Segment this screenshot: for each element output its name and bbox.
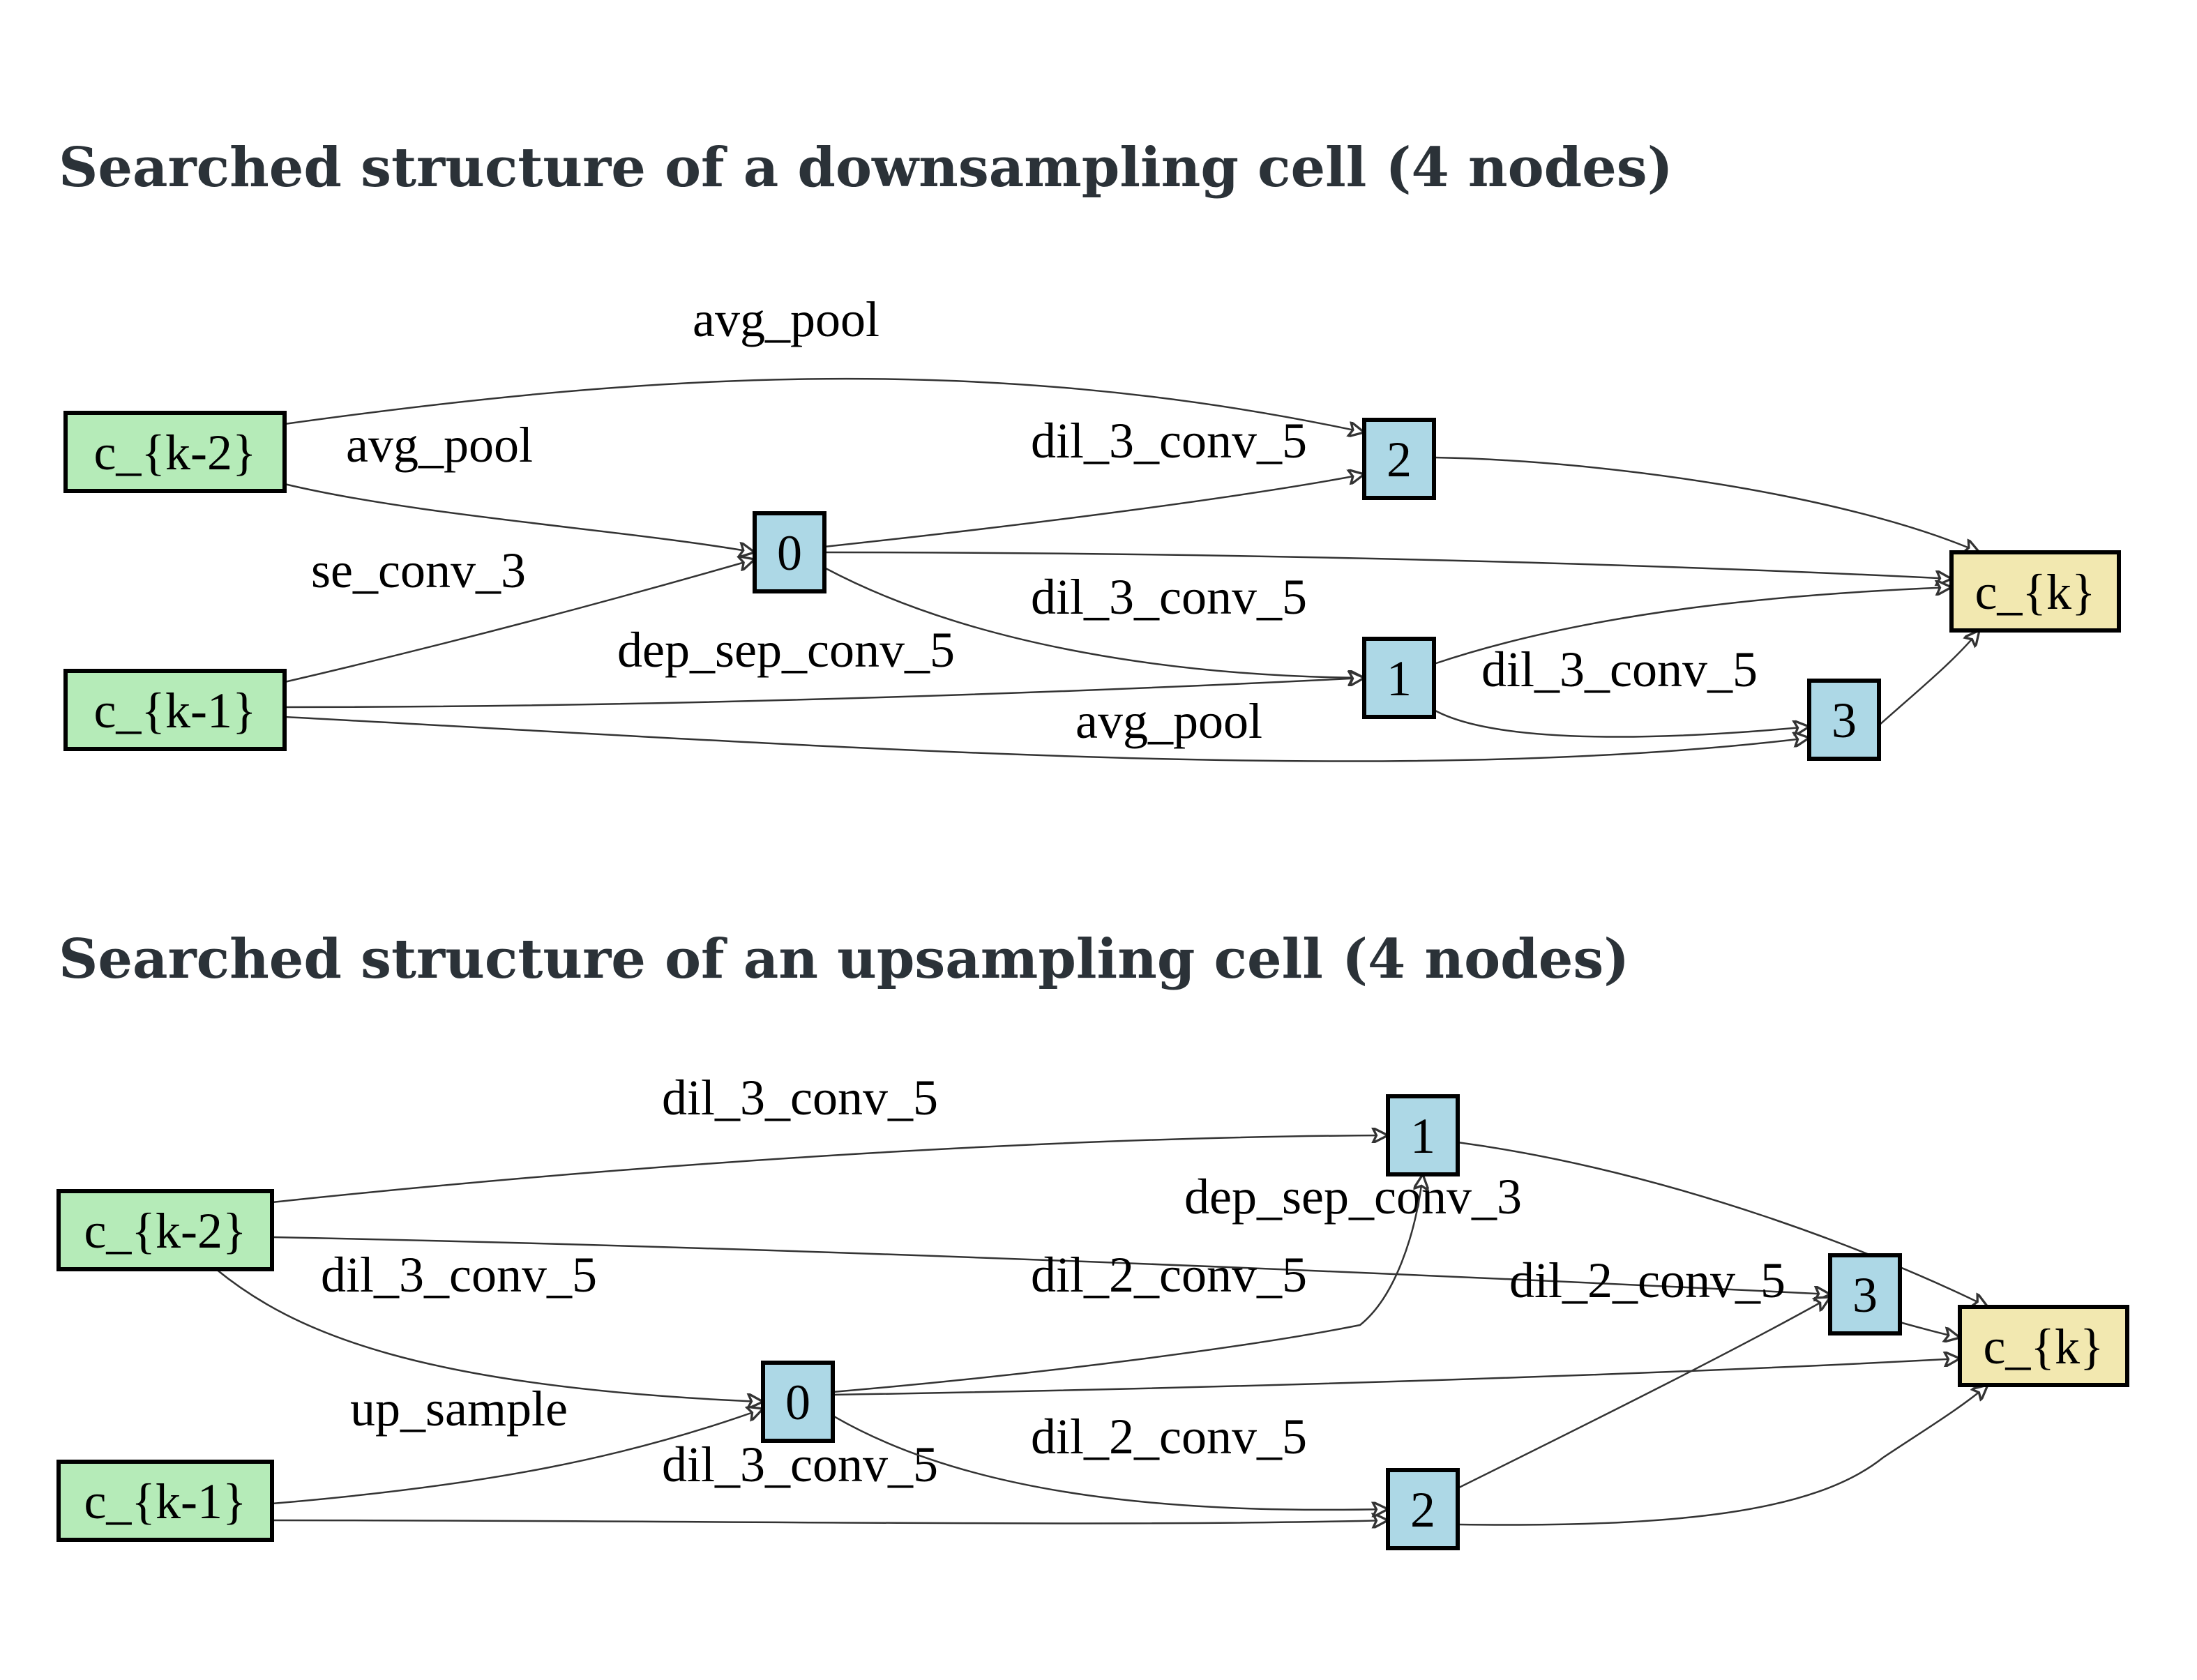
node-box: [1362, 418, 1436, 500]
edges: avg_poolavg_poolse_conv_3dil_3_conv_5dil…: [284, 292, 1979, 762]
node-k1: c_{k-1}: [56, 1460, 274, 1542]
edge-label: dil_3_conv_5: [662, 1437, 938, 1492]
edge-label: se_conv_3: [311, 543, 526, 598]
edge-label: dil_3_conv_5: [1481, 642, 1758, 697]
node-n2: 2: [1386, 1468, 1460, 1550]
nodes: c_{k-2} c_{k-1} 0 1 2 3 c_{k}: [56, 1094, 2129, 1550]
node-box: [1386, 1094, 1460, 1176]
edge-n3-to-out: [1899, 1321, 1960, 1338]
edge-n0-to-n2: [824, 474, 1364, 548]
node-out: c_{k}: [1958, 1305, 2129, 1387]
node-label: c_{k}: [1983, 1319, 2104, 1375]
node-k1: c_{k-1}: [63, 669, 287, 751]
edge-n1-to-n3: [1433, 709, 1809, 738]
node-n1: 1: [1362, 637, 1436, 719]
node-k2: c_{k-2}: [63, 411, 287, 493]
node-n0: 0: [761, 1361, 835, 1443]
edge-label: avg_pool: [1075, 693, 1262, 749]
nodes: c_{k-2} c_{k-1} 0 1 2 3 c_{k}: [63, 411, 2121, 761]
edge-label: dil_3_conv_5: [1031, 569, 1307, 625]
node-label: c_{k-1}: [84, 1474, 246, 1529]
node-n0: 0: [753, 511, 826, 593]
edge-n0-to-n2: [832, 1414, 1388, 1510]
node-box: [1807, 679, 1881, 761]
node-box: [1949, 550, 2121, 633]
edge-n2-to-out: [1433, 456, 1979, 552]
edge-n1-to-out: [1433, 587, 1951, 665]
edge-k2-to-n1: [271, 1135, 1388, 1204]
node-label: c_{k}: [1975, 564, 2095, 620]
edge-k2-to-n0: [216, 1269, 763, 1402]
edge-n0-to-out: [824, 551, 1951, 579]
edge-label: dil_3_conv_5: [1031, 413, 1307, 469]
node-label: 1: [1410, 1108, 1435, 1164]
edge-label: dep_sep_conv_3: [1184, 1169, 1522, 1225]
edge-n2-to-out: [1457, 1385, 1988, 1526]
node-label: 0: [777, 525, 802, 581]
edge-k1-to-n0: [284, 559, 755, 683]
node-box: [56, 1460, 274, 1542]
edge-n1-to-out: [1457, 1141, 1988, 1307]
node-label: c_{k-2}: [84, 1203, 246, 1259]
node-label: 1: [1387, 651, 1412, 706]
edge-n2-to-n3: [1457, 1297, 1830, 1490]
edge-label: dep_sep_conv_5: [617, 622, 955, 678]
node-n2: 2: [1362, 418, 1436, 500]
node-box: [1958, 1305, 2129, 1387]
edge-label: avg_pool: [346, 417, 533, 473]
node-label: 2: [1410, 1482, 1435, 1538]
node-n1: 1: [1386, 1094, 1460, 1176]
edge-k1-to-n2: [271, 1520, 1388, 1523]
edge-k2-to-n3: [271, 1236, 1830, 1294]
node-n3: 3: [1807, 679, 1881, 761]
node-label: 3: [1852, 1267, 1878, 1323]
node-k2: c_{k-2}: [56, 1189, 274, 1271]
downsampling-cell-diagram: avg_poolavg_poolse_conv_3dil_3_conv_5dil…: [63, 292, 2121, 762]
node-box: [56, 1189, 274, 1271]
node-label: c_{k-2}: [93, 425, 256, 480]
node-label: c_{k-1}: [93, 683, 256, 739]
edge-label: dil_3_conv_5: [321, 1247, 597, 1303]
edge-label: dil_3_conv_5: [662, 1070, 938, 1126]
edge-k1-to-n3: [284, 716, 1809, 762]
node-out: c_{k}: [1949, 550, 2121, 633]
node-n3: 3: [1828, 1253, 1902, 1335]
node-label: 2: [1387, 432, 1412, 487]
edge-n0-to-n1: [832, 1174, 1423, 1393]
edge-n3-to-out: [1878, 630, 1979, 726]
edge-label: dil_2_conv_5: [1031, 1247, 1307, 1303]
node-box: [63, 669, 287, 751]
edge-label: dil_2_conv_5: [1509, 1253, 1785, 1308]
node-box: [753, 511, 826, 593]
upsampling-cell-title: Searched structure of an upsampling cell…: [59, 928, 1630, 991]
node-box: [1362, 637, 1436, 719]
node-label: 0: [785, 1375, 810, 1430]
edge-n0-to-n1: [824, 566, 1364, 678]
edge-k2-to-n0: [284, 483, 755, 552]
node-label: 3: [1832, 693, 1857, 748]
node-box: [1828, 1253, 1902, 1335]
node-box: [63, 411, 287, 493]
node-box: [1386, 1468, 1460, 1550]
edge-label: dil_2_conv_5: [1031, 1409, 1307, 1465]
edge-label: up_sample: [350, 1381, 568, 1437]
edge-n0-to-out: [832, 1359, 1960, 1396]
edge-k1-to-n1: [284, 678, 1364, 709]
edge-k2-to-n2: [284, 377, 1364, 432]
downsampling-cell-title: Searched structure of a downsampling cel…: [59, 136, 1673, 199]
edge-label: avg_pool: [693, 292, 879, 347]
node-box: [761, 1361, 835, 1443]
edge-k1-to-n0: [271, 1409, 763, 1505]
